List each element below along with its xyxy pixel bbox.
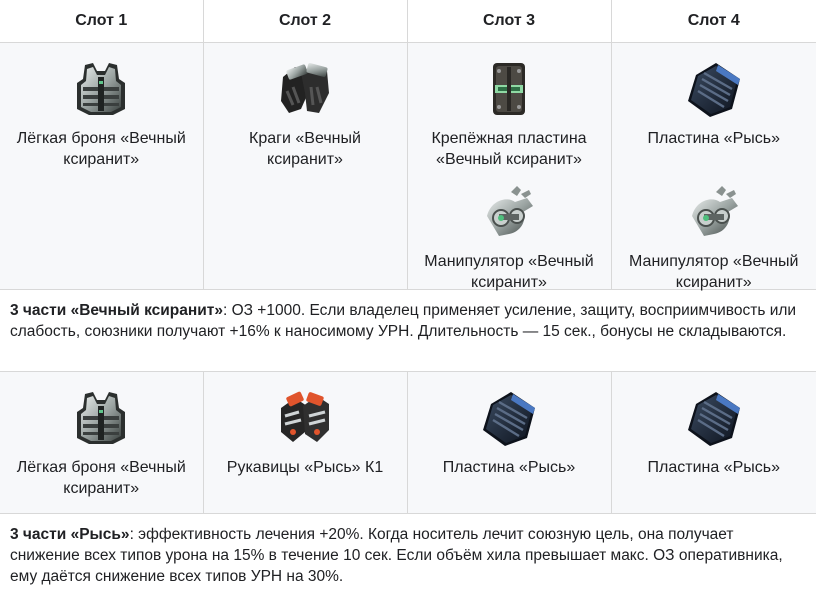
set1-slot-2: Краги «Вечный ксиранит» xyxy=(202,42,408,290)
item-name: Лёгкая броня «Вечный ксиранит» xyxy=(16,130,186,168)
set2-items-row: Лёгкая броня «Вечный ксиранит» Рукавицы … xyxy=(0,371,816,514)
item-card[interactable]: Манипулятор «Вечный ксиранит» xyxy=(618,166,811,291)
header-slot-1: Слот 1 xyxy=(0,0,204,43)
set1-items-row: Лёгкая броня «Вечный ксиранит» Краги «Ве… xyxy=(0,42,816,291)
item-card[interactable]: Лёгкая броня «Вечный ксиранит» xyxy=(6,372,197,497)
set2-slot-1: Лёгкая броня «Вечный ксиранит» xyxy=(0,371,204,514)
set1-bonus-text: : ОЗ +1000. Если владелец применяет усил… xyxy=(10,302,797,340)
gauntlets-icon xyxy=(273,57,337,121)
item-card[interactable]: Пластина «Рысь» xyxy=(414,372,605,495)
header-row: Слот 1 Слот 2 Слот 3 Слот 4 xyxy=(0,0,816,43)
set2-bonus-text: : эффективность лечения +20%. Когда носи… xyxy=(10,526,783,585)
armor-vest-icon xyxy=(69,386,133,450)
item-name: Крепёжная пластина «Вечный ксиранит» xyxy=(431,130,587,168)
item-card[interactable]: Крепёжная пластина «Вечный ксиранит» xyxy=(414,43,605,168)
item-card[interactable]: Манипулятор «Вечный ксиранит» xyxy=(414,166,605,291)
set2-slot-2: Рукавицы «Рысь» К1 xyxy=(202,371,408,514)
item-name: Пластина «Рысь» xyxy=(442,459,576,476)
gloves-icon xyxy=(273,386,337,450)
item-card[interactable]: Лёгкая броня «Вечный ксиранит» xyxy=(6,43,197,168)
set2-bonus-description: 3 части «Рысь»: эффективность лечения +2… xyxy=(0,513,816,597)
manipulator-icon xyxy=(477,180,541,244)
item-name: Пластина «Рысь» xyxy=(647,459,780,476)
item-name: Манипулятор «Вечный ксиранит» xyxy=(424,253,594,291)
mounting-plate-icon xyxy=(477,57,541,121)
item-card[interactable]: Рукавицы «Рысь» К1 xyxy=(210,372,401,495)
item-name: Манипулятор «Вечный ксиранит» xyxy=(629,253,799,291)
equipment-sets-table: Слот 1 Слот 2 Слот 3 Слот 4 Лёгкая броня… xyxy=(0,0,816,597)
header-slot-2: Слот 2 xyxy=(202,0,408,43)
plate-icon xyxy=(477,386,541,450)
set1-slot-4: Пластина «Рысь» Манипулятор «Вечный ксир… xyxy=(610,42,816,291)
set1-bonus-row: 3 части «Вечный ксиранит»: ОЗ +1000. Есл… xyxy=(0,289,816,372)
item-card[interactable]: Пластина «Рысь» xyxy=(618,372,811,495)
set1-slot-3: Крепёжная пластина «Вечный ксиранит» Ман… xyxy=(406,42,612,291)
plate-icon xyxy=(682,57,746,121)
plate-icon xyxy=(682,386,746,450)
set1-bonus-description: 3 части «Вечный ксиранит»: ОЗ +1000. Есл… xyxy=(0,289,816,372)
armor-vest-icon xyxy=(69,57,133,121)
set1-bonus-title: 3 части «Вечный ксиранит» xyxy=(10,302,223,319)
set2-bonus-row: 3 части «Рысь»: эффективность лечения +2… xyxy=(0,513,816,597)
item-name: Пластина «Рысь» xyxy=(647,130,780,147)
item-card[interactable]: Пластина «Рысь» xyxy=(618,43,811,166)
header-slot-3: Слот 3 xyxy=(406,0,612,43)
set2-bonus-title: 3 части «Рысь» xyxy=(10,526,130,543)
manipulator-icon xyxy=(682,180,746,244)
item-name: Краги «Вечный ксиранит» xyxy=(249,130,361,168)
header-slot-4: Слот 4 xyxy=(610,0,816,43)
item-name: Лёгкая броня «Вечный ксиранит» xyxy=(16,459,186,497)
item-name: Рукавицы «Рысь» К1 xyxy=(226,459,384,476)
set1-slot-1: Лёгкая броня «Вечный ксиранит» xyxy=(0,42,204,290)
set2-slot-4: Пластина «Рысь» xyxy=(610,371,816,514)
set2-slot-3: Пластина «Рысь» xyxy=(406,371,612,514)
item-card[interactable]: Краги «Вечный ксиранит» xyxy=(210,43,401,168)
